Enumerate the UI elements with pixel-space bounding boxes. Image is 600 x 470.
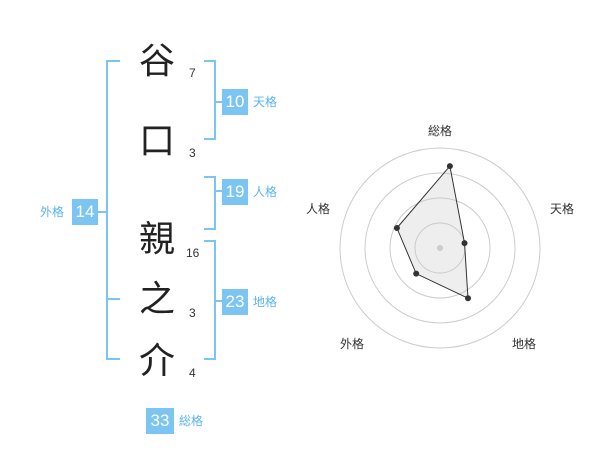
tenkaku-value: 10: [222, 89, 248, 115]
radar-ring: [389, 197, 491, 299]
jinkaku-label: 人格: [253, 185, 278, 199]
chikaku-value: 23: [222, 289, 248, 315]
radar-point-2: [464, 295, 471, 302]
radar-center: [437, 245, 443, 251]
stroke-count-3: 16: [186, 246, 200, 260]
radar-ring: [364, 172, 516, 324]
radar-point-0: [446, 163, 453, 170]
stroke-count-2: 3: [189, 146, 196, 160]
radar-axis-label-gaikaku: 外格: [340, 337, 365, 351]
kanji-4: 之: [138, 279, 175, 320]
gaikaku-label: 外格: [40, 205, 65, 219]
tenkaku-label: 天格: [253, 95, 278, 109]
soukaku-value: 33: [146, 408, 174, 434]
radar-axis-label-jinkaku: 人格: [306, 202, 331, 216]
kanji-5: 介: [138, 341, 175, 382]
gaikaku-value: 14: [72, 199, 98, 225]
jinkaku-value: 19: [222, 179, 248, 205]
chikaku-label: 地格: [253, 295, 278, 309]
radar-axis-label-soukaku: 総格: [428, 124, 453, 138]
radar-axis-label-chikaku: 地格: [512, 337, 537, 351]
radar-point-3: [413, 270, 420, 277]
radar-chart: [339, 147, 541, 349]
radar-point-1: [461, 240, 468, 247]
radar-axis-label-tenkaku: 天格: [550, 202, 575, 216]
stroke-count-5: 4: [189, 366, 196, 380]
soukaku-label: 総格: [179, 414, 204, 428]
kanji-1: 谷: [138, 41, 175, 82]
kanji-2: 口: [138, 121, 175, 162]
kanji-3: 親: [138, 219, 175, 260]
radar-point-4: [393, 225, 400, 232]
stroke-count-4: 3: [189, 306, 196, 320]
stroke-count-1: 7: [189, 66, 196, 80]
radar-polygon: [396, 164, 469, 300]
radar-ring: [339, 147, 541, 349]
